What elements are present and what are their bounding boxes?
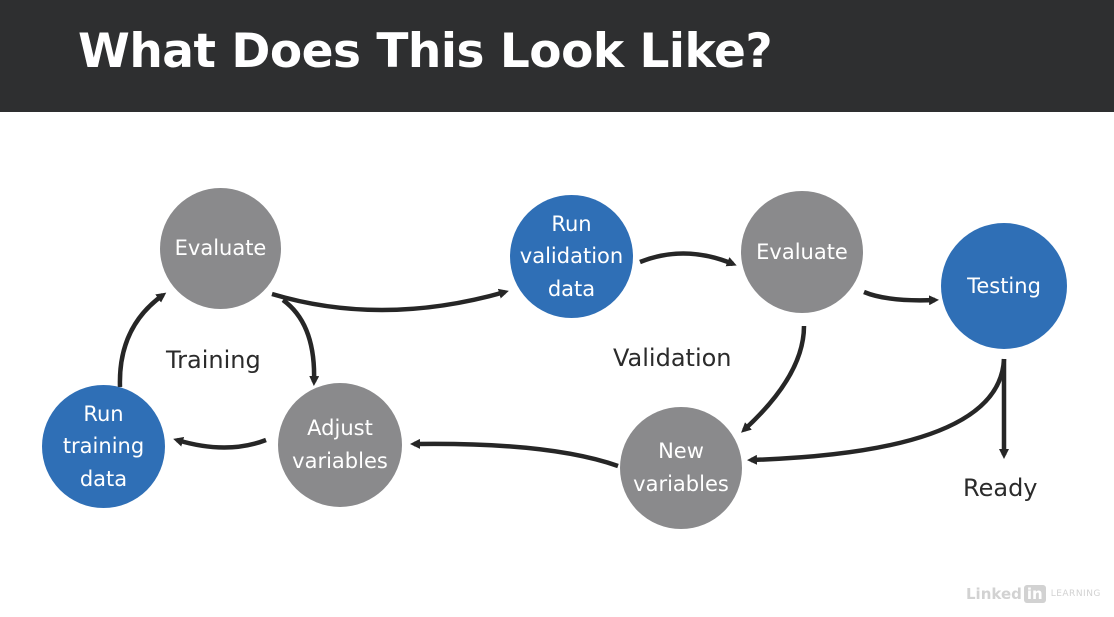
watermark-suffix: LEARNING — [1050, 589, 1101, 599]
arrow-new-to-adjust — [410, 438, 619, 469]
arrow-evaluate-to-testing — [863, 289, 939, 306]
label-training: Training — [166, 346, 261, 374]
arrow-adjust-to-run-training — [173, 436, 267, 450]
node-evaluate-validation: Evaluate — [741, 191, 863, 313]
node-new-variables: New variables — [620, 407, 742, 529]
node-adjust-variables: Adjust variables — [278, 383, 402, 507]
slide-title: What Does This Look Like? — [78, 24, 773, 79]
arrow-evaluate-to-new-variables — [741, 325, 807, 433]
label-validation: Validation — [613, 344, 732, 372]
title-bar: What Does This Look Like? — [0, 0, 1114, 112]
watermark-in-box: in — [1023, 585, 1046, 603]
node-run-training-data: Run training data — [42, 385, 165, 508]
node-testing: Testing — [941, 223, 1067, 349]
arrow-evaluate-to-adjust — [281, 298, 320, 386]
arrow-testing-to-new-variables — [747, 358, 1007, 465]
node-evaluate-training: Evaluate — [160, 188, 281, 309]
workflow-diagram: Evaluate Run training data Adjust variab… — [0, 112, 1114, 617]
watermark-brand: Linked — [966, 585, 1022, 603]
label-ready: Ready — [963, 474, 1038, 502]
node-run-validation-data: Run validation data — [510, 195, 633, 318]
arrow-evaluate-to-run-validation — [271, 288, 509, 313]
arrow-run-training-to-evaluate — [117, 292, 167, 388]
arrow-run-validation-to-evaluate — [639, 251, 737, 267]
arrows-layer — [117, 251, 1009, 469]
